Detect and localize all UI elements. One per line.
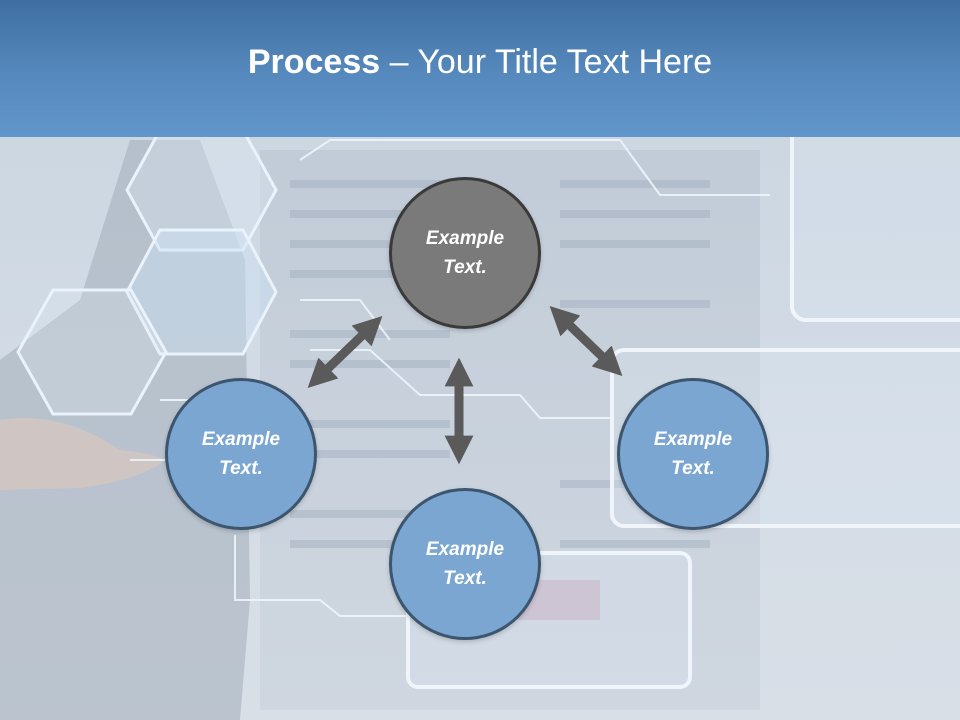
process-node-top: Example Text. <box>389 177 541 329</box>
arrow-top-left <box>307 316 383 388</box>
process-node-top-label: Example Text. <box>425 228 505 278</box>
arrow-top-right <box>549 306 623 376</box>
process-node-left-label: Example Text. <box>201 429 281 479</box>
process-node-left: Example Text. <box>165 378 317 530</box>
slide-title: Process – Your Title Text Here <box>248 43 712 82</box>
slide-title-rest: – Your Title Text Here <box>380 43 713 81</box>
process-node-bottom: Example Text. <box>389 488 541 640</box>
title-bar: Process – Your Title Text Here <box>0 0 960 137</box>
slide-title-strong: Process <box>247 43 381 81</box>
process-node-right: Example Text. <box>617 378 769 530</box>
process-node-right-label: Example Text. <box>653 429 733 479</box>
process-node-bottom-label: Example Text. <box>425 539 505 589</box>
